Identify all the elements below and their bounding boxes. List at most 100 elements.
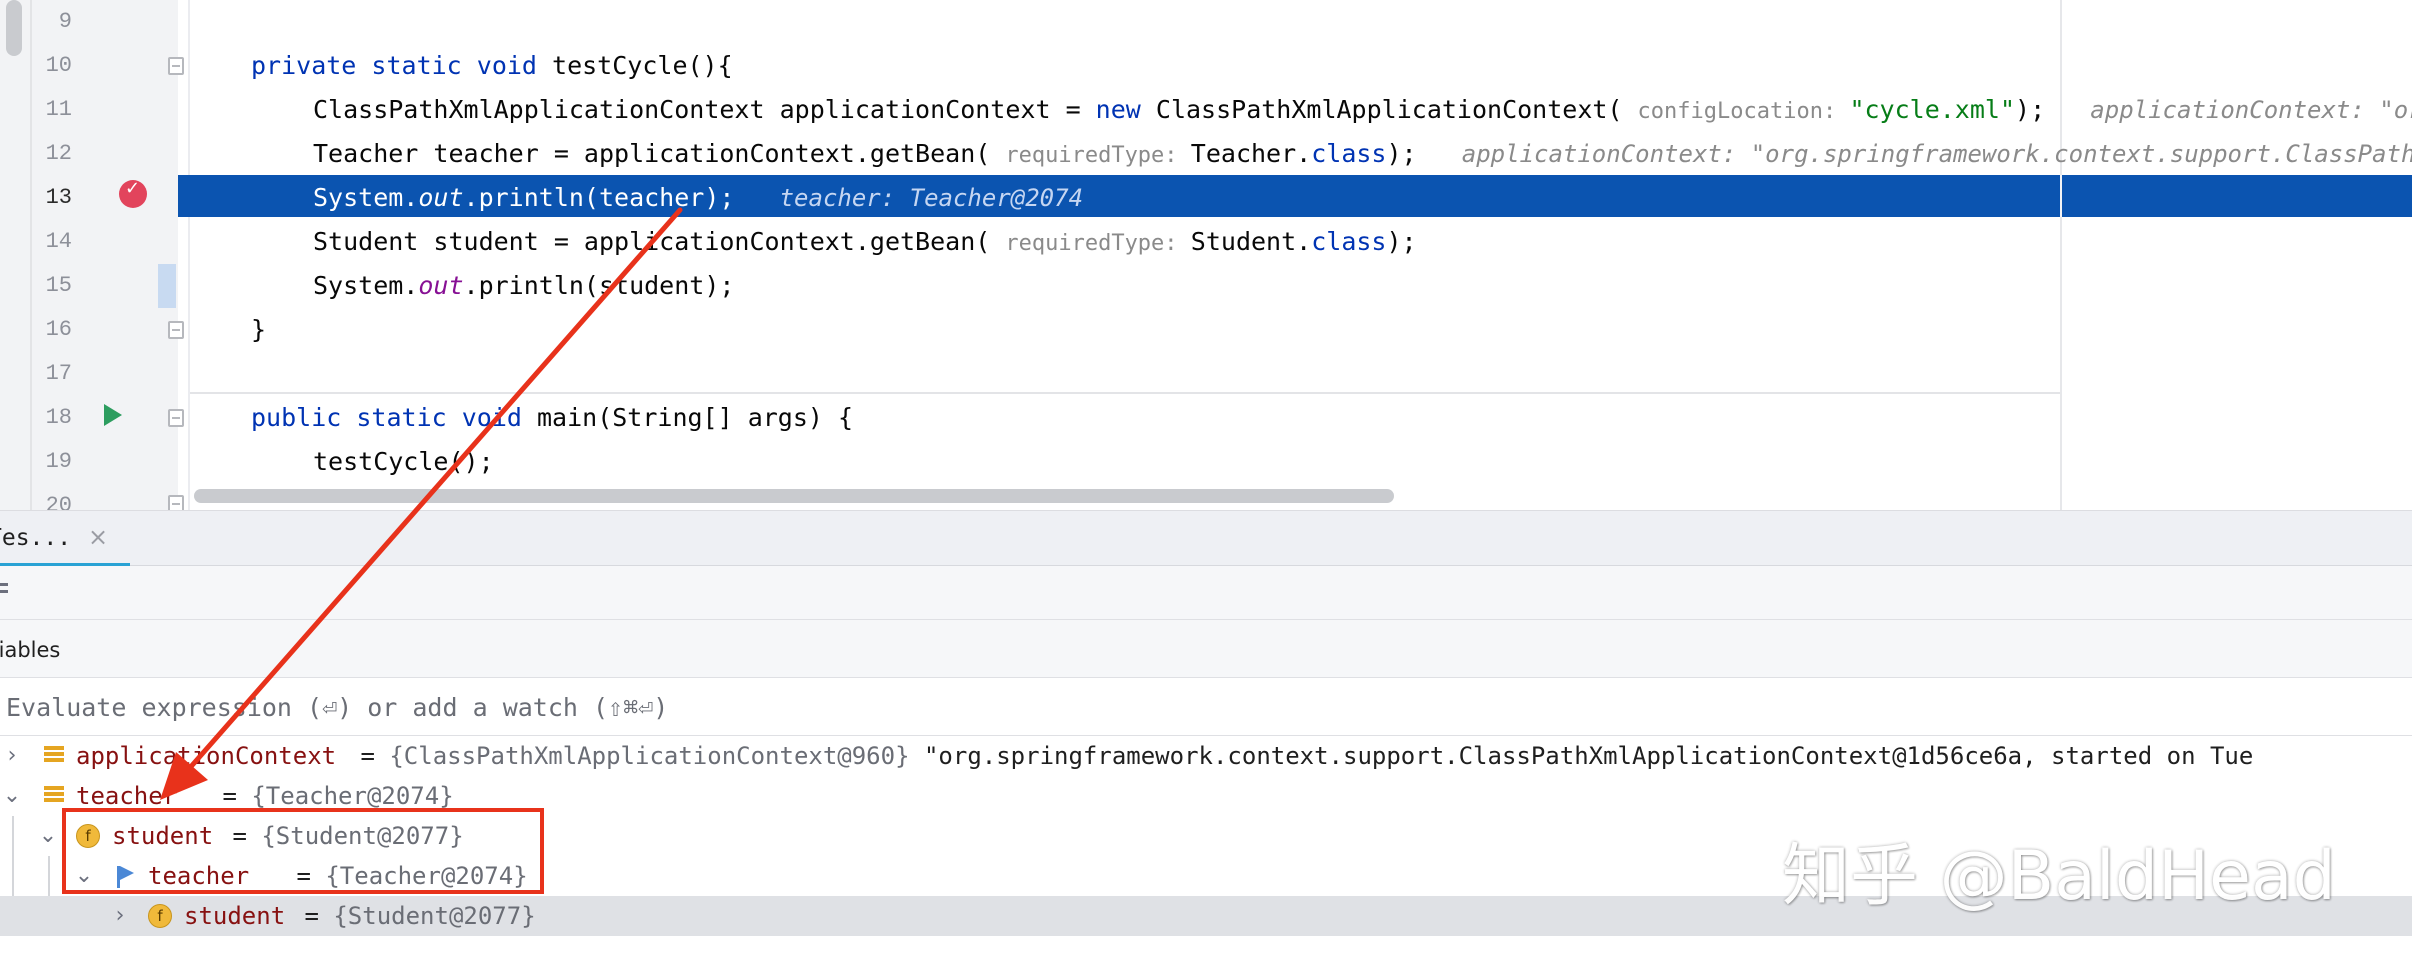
variable-row[interactable]: ⌄ teacher = {Teacher@2074} bbox=[0, 856, 2412, 896]
equals-sign: = bbox=[346, 742, 390, 770]
method-signature: main(String[] args) { bbox=[536, 403, 854, 432]
code-line-12[interactable]: 12 Teacher teacher = applicationContext.… bbox=[0, 132, 2412, 176]
line-number: 18 bbox=[45, 405, 72, 430]
fold-marker[interactable] bbox=[168, 321, 184, 339]
code-text: Teacher teacher = applicationContext.get… bbox=[313, 132, 2412, 176]
code-fragment: ClassPathXmlApplicationContext applicati… bbox=[313, 95, 1096, 124]
code-fragment: Student. bbox=[1190, 227, 1312, 256]
right-margin-guide bbox=[2060, 0, 2062, 510]
equals-sign: = bbox=[282, 862, 326, 890]
line-number: 19 bbox=[45, 449, 72, 474]
code-line-19[interactable]: 19 testCycle(); bbox=[0, 440, 2412, 484]
field-icon: f bbox=[76, 824, 100, 848]
variable-name: applicationContext bbox=[76, 742, 337, 770]
variable-value: = {Student@2077} bbox=[218, 816, 463, 856]
inline-debug-value: applicationContext: "org.springframework… bbox=[2090, 96, 2412, 124]
variable-value: = {Teacher@2074} bbox=[282, 856, 528, 896]
variable-name: student bbox=[112, 822, 214, 850]
code-line-10[interactable]: 10 private static void testCycle(){ bbox=[0, 44, 2412, 88]
code-fragment: Teacher teacher = applicationContext.get… bbox=[313, 139, 1006, 168]
line-number: 9 bbox=[58, 9, 72, 34]
line-number: 17 bbox=[45, 361, 72, 386]
variable-row-selected[interactable]: › f student = {Student@2077} bbox=[0, 896, 2412, 936]
tree-guide bbox=[12, 816, 14, 936]
equals-sign: = bbox=[208, 782, 252, 810]
local-variable-icon bbox=[44, 786, 64, 806]
code-line-11[interactable]: 11 ClassPathXmlApplicationContext applic… bbox=[0, 88, 2412, 132]
chevron-right-icon[interactable]: › bbox=[7, 743, 17, 768]
right-margin-guide-on-highlight bbox=[2060, 175, 2062, 217]
keyword: class bbox=[1311, 227, 1387, 256]
variable-value: = {Student@2077} bbox=[290, 896, 536, 936]
code-fragment: System. bbox=[313, 183, 419, 212]
code-fragment: Student student = applicationContext.get… bbox=[313, 227, 1006, 256]
code-fragment: ); bbox=[1386, 227, 1417, 256]
line-number: 14 bbox=[45, 229, 72, 254]
code-line-17[interactable]: 17 bbox=[0, 352, 2412, 396]
keyword: class bbox=[1311, 139, 1387, 168]
evaluate-expression-bar[interactable] bbox=[0, 678, 2412, 736]
annotation-highlight-box bbox=[62, 808, 544, 894]
fold-marker[interactable] bbox=[168, 409, 184, 427]
code-line-16[interactable]: 16 } bbox=[0, 308, 2412, 352]
equals-sign: = bbox=[290, 902, 334, 930]
fold-marker[interactable] bbox=[168, 495, 184, 510]
code-line-9[interactable]: 9 bbox=[0, 0, 2412, 44]
chevron-down-icon[interactable]: ⌄ bbox=[74, 863, 94, 888]
chevron-right-icon[interactable]: › bbox=[115, 903, 125, 928]
line-number: 10 bbox=[45, 53, 72, 78]
zhihu-watermark: 知乎 @BaldHead bbox=[1782, 837, 2336, 916]
method-separator bbox=[190, 392, 2060, 394]
line-number: 20 bbox=[45, 493, 72, 510]
parameter-hint: configLocation: bbox=[1637, 99, 1850, 124]
debug-session-tab-label: Tes... bbox=[0, 525, 72, 551]
active-tab-indicator bbox=[0, 563, 130, 568]
editor-gutter[interactable] bbox=[0, 0, 178, 510]
run-gutter-icon[interactable] bbox=[104, 404, 122, 426]
vertical-scrollbar[interactable] bbox=[6, 0, 22, 56]
equals-sign: = bbox=[218, 822, 262, 850]
close-icon[interactable]: × bbox=[88, 523, 109, 551]
code-fragment: .println(teacher); bbox=[463, 183, 780, 212]
code-line-15[interactable]: 15 System.out.println(student); bbox=[0, 264, 2412, 308]
flag-icon bbox=[114, 866, 134, 888]
parameter-hint: requiredType: bbox=[1005, 231, 1191, 256]
code-text: public static void main(String[] args) { bbox=[251, 396, 853, 440]
code-editor[interactable]: 9 10 private static void testCycle(){ 11… bbox=[0, 0, 2412, 510]
keyword: new bbox=[1095, 95, 1156, 124]
variable-value: = {ClassPathXmlApplicationContext@960} "… bbox=[346, 736, 2253, 776]
chevron-down-icon[interactable]: ⌄ bbox=[38, 823, 58, 848]
fold-marker[interactable] bbox=[168, 57, 184, 75]
debug-session-tab[interactable]: Tes... × bbox=[0, 511, 130, 568]
evaluate-expression-input[interactable] bbox=[6, 678, 2406, 736]
object-ref: {ClassPathXmlApplicationContext@960} bbox=[389, 742, 910, 770]
object-ref: {Student@2077} bbox=[333, 902, 536, 930]
keyword: public static void bbox=[251, 403, 537, 432]
menu-icon[interactable] bbox=[0, 583, 8, 601]
code-fragment: ); bbox=[1386, 139, 1462, 168]
code-text: Student student = applicationContext.get… bbox=[313, 220, 1417, 264]
variable-row[interactable]: ⌄ f student = {Student@2077} bbox=[0, 816, 2412, 856]
line-number: 13 bbox=[45, 185, 72, 210]
code-line-18[interactable]: 18 public static void main(String[] args… bbox=[0, 396, 2412, 440]
code-fragment: Teacher. bbox=[1190, 139, 1312, 168]
code-text: private static void testCycle(){ bbox=[251, 44, 733, 88]
line-number: 12 bbox=[45, 141, 72, 166]
inline-debug-value: applicationContext: "org.springframework… bbox=[1461, 140, 2412, 168]
variables-header: riables bbox=[0, 620, 2412, 678]
variable-name: teacher bbox=[148, 862, 250, 890]
breakpoint-icon[interactable] bbox=[119, 178, 147, 208]
parameter-hint: requiredType: bbox=[1005, 143, 1191, 168]
variable-row[interactable]: › applicationContext = {ClassPathXmlAppl… bbox=[0, 736, 2412, 776]
code-line-14[interactable]: 14 Student student = applicationContext.… bbox=[0, 220, 2412, 264]
code-fragment: .println(student); bbox=[463, 271, 735, 300]
code-line-13[interactable]: 13 System.out.println(teacher); teacher:… bbox=[0, 176, 2412, 220]
chevron-down-icon[interactable]: ⌄ bbox=[2, 783, 22, 808]
object-ref: {Teacher@2074} bbox=[251, 782, 454, 810]
line-number: 11 bbox=[45, 97, 72, 122]
tostring-value: "org.springframework.context.support.Cla… bbox=[909, 742, 2254, 770]
horizontal-scrollbar[interactable] bbox=[194, 489, 1394, 503]
object-ref: {Teacher@2074} bbox=[325, 862, 528, 890]
change-marker[interactable] bbox=[158, 264, 176, 308]
code-line-20[interactable]: 20 bbox=[0, 484, 2412, 510]
